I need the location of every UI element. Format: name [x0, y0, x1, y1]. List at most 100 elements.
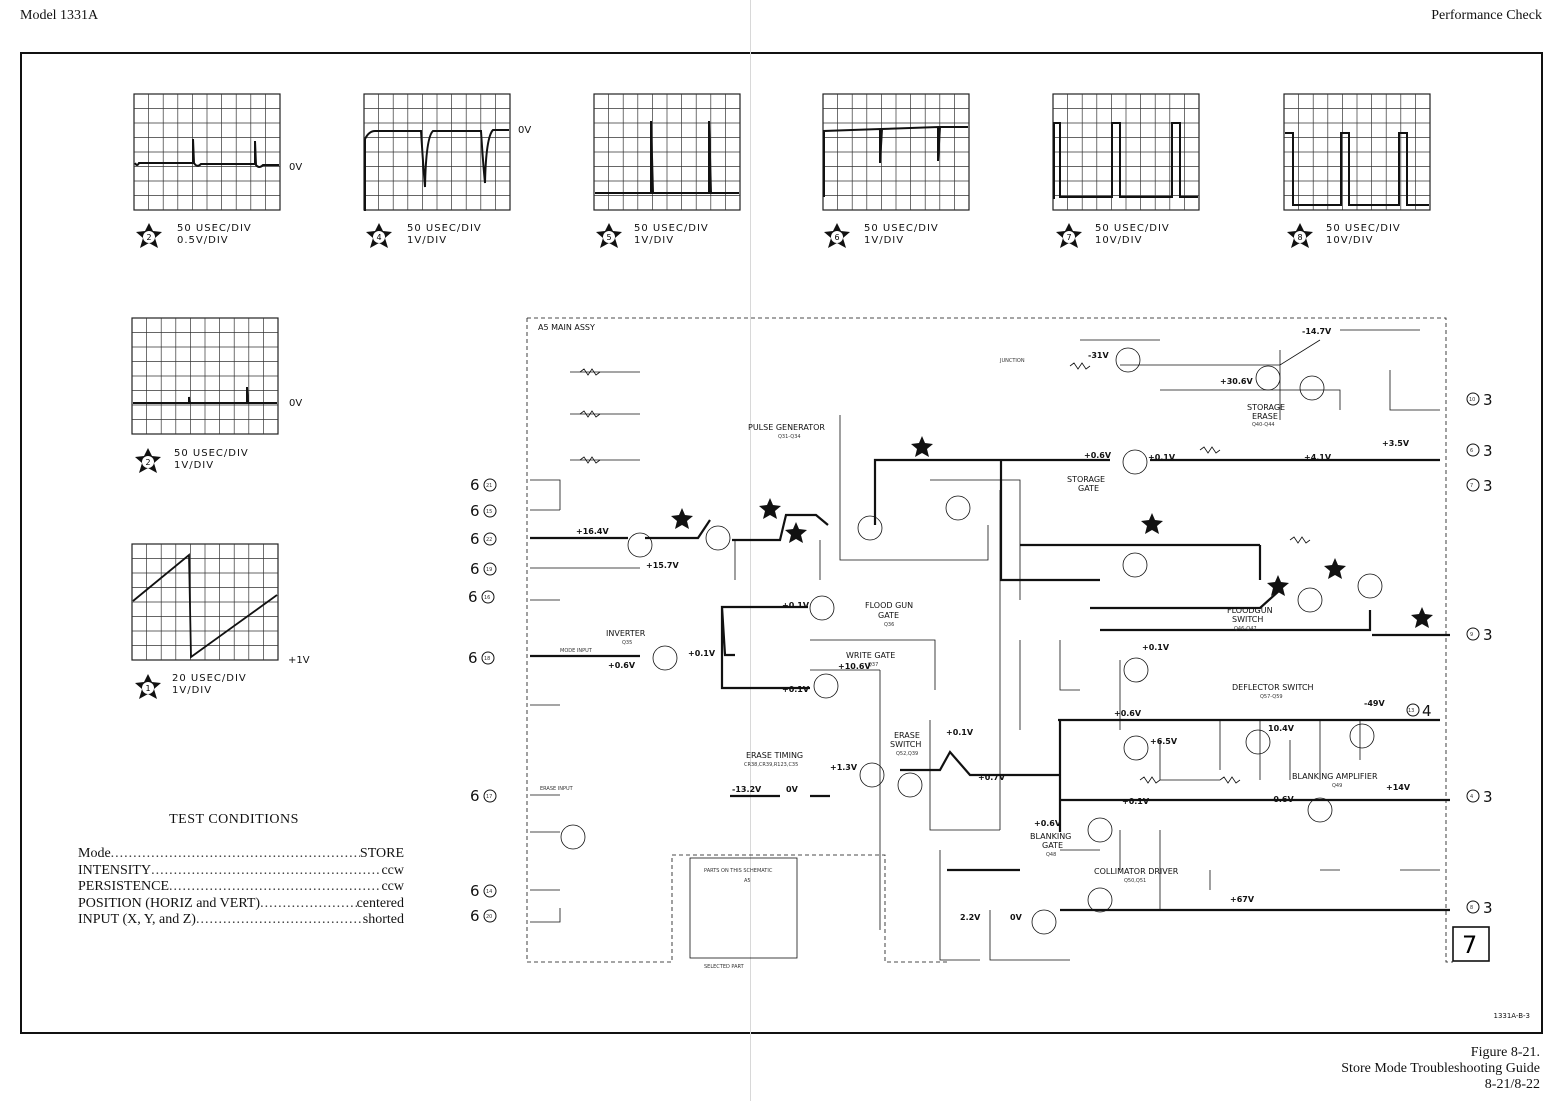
svg-text:3: 3: [1483, 788, 1493, 806]
svg-text:ERASE TIMING: ERASE TIMING: [746, 751, 803, 760]
svg-text:SELECTED PART: SELECTED PART: [704, 964, 745, 970]
svg-text:Q52,Q39: Q52,Q39: [896, 751, 918, 757]
svg-text:Q50,Q51: Q50,Q51: [1124, 878, 1146, 884]
svg-text:+0.6V: +0.6V: [1034, 819, 1062, 828]
test-point-8-icon: 8: [1287, 223, 1313, 248]
svg-text:+0.1V: +0.1V: [1142, 643, 1170, 652]
test-point-4-icon: 4: [366, 223, 392, 248]
svg-text:+0.1V: +0.1V: [782, 685, 810, 694]
svg-text:6: 6: [468, 588, 478, 606]
svg-text:-31V: -31V: [1088, 351, 1109, 360]
svg-text:3: 3: [1483, 442, 1493, 460]
svg-text:PULSE GENERATOR: PULSE GENERATOR: [748, 423, 825, 432]
svg-text:Q36: Q36: [884, 622, 894, 628]
figure-frame: [20, 52, 1543, 1034]
tc-row-persistence: PERSISTENCEccw: [78, 879, 404, 896]
svg-text:2.2V: 2.2V: [960, 913, 981, 922]
scope-6-panel: [822, 93, 970, 211]
svg-text:MODE INPUT: MODE INPUT: [560, 648, 593, 654]
svg-text:+0.6V: +0.6V: [1084, 451, 1112, 460]
svg-text:19: 19: [486, 567, 492, 573]
svg-text:14: 14: [486, 889, 492, 895]
svg-text:INVERTER: INVERTER: [606, 629, 646, 638]
scope-graticule: [822, 93, 970, 211]
svg-text:13: 13: [1408, 708, 1414, 714]
svg-text:+0.6V: +0.6V: [1114, 709, 1142, 718]
scope-graticule: [1052, 93, 1200, 211]
svg-text:4: 4: [376, 233, 381, 242]
svg-text:-49V: -49V: [1364, 699, 1385, 708]
svg-text:SWITCH: SWITCH: [890, 740, 921, 749]
test-point-2-icon: 2: [136, 223, 162, 248]
svg-text:5: 5: [606, 233, 611, 242]
svg-text:+0.1V: +0.1V: [782, 601, 810, 610]
svg-text:Q40-Q44: Q40-Q44: [1252, 422, 1275, 428]
svg-text:6: 6: [834, 233, 839, 242]
tc-row-intensity: INTENSITYccw: [78, 863, 404, 880]
svg-text:6: 6: [470, 476, 480, 494]
svg-text:BLANKING AMPLIFIER: BLANKING AMPLIFIER: [1292, 772, 1378, 781]
scope-2b-panel: [131, 317, 279, 435]
svg-text:7: 7: [1470, 483, 1473, 489]
scope-graticule: [363, 93, 511, 211]
svg-text:6: 6: [470, 560, 480, 578]
test-point-1-icon: 1: [135, 674, 161, 699]
scope-2-level: 0V: [289, 162, 303, 173]
svg-text:2: 2: [146, 233, 151, 242]
svg-text:ERASE: ERASE: [1252, 412, 1278, 421]
svg-text:18: 18: [484, 656, 490, 662]
header-section: Performance Check: [1431, 8, 1542, 23]
svg-text:3: 3: [1483, 477, 1493, 495]
header-model: Model 1331A: [20, 8, 99, 23]
svg-text:6: 6: [470, 882, 480, 900]
svg-text:ERASE INPUT: ERASE INPUT: [540, 786, 574, 792]
svg-text:+0.7V: +0.7V: [978, 773, 1006, 782]
figure-caption: Figure 8-21. Store Mode Troubleshooting …: [1341, 1045, 1540, 1093]
svg-text:3: 3: [1483, 391, 1493, 409]
scope-8-panel: [1283, 93, 1431, 211]
svg-text:22: 22: [486, 537, 492, 543]
svg-text:Q37: Q37: [868, 662, 878, 668]
svg-text:6: 6: [470, 907, 480, 925]
svg-text:+4.1V: +4.1V: [1304, 453, 1332, 462]
svg-text:BLANKING: BLANKING: [1030, 832, 1071, 841]
test-point-2b-icon: 2: [135, 448, 161, 473]
svg-text:15: 15: [486, 509, 492, 515]
svg-text:+3.5V: +3.5V: [1382, 439, 1410, 448]
scope-1-panel: [131, 543, 279, 661]
svg-text:6: 6: [1470, 448, 1473, 454]
svg-text:+0.6V: +0.6V: [608, 661, 636, 670]
svg-text:Q31-Q34: Q31-Q34: [778, 434, 801, 440]
svg-text:7: 7: [1066, 233, 1071, 242]
page-fold: [750, 0, 751, 1101]
svg-text:Q49: Q49: [1332, 783, 1342, 789]
tc-row-input: INPUT (X, Y, and Z)shorted: [78, 912, 404, 929]
svg-text:JUNCTION: JUNCTION: [999, 358, 1025, 364]
svg-text:GATE: GATE: [1078, 484, 1099, 493]
svg-text:Q35: Q35: [622, 640, 632, 646]
svg-text:Q57-Q59: Q57-Q59: [1260, 694, 1283, 700]
svg-text:STORAGE: STORAGE: [1067, 475, 1105, 484]
svg-text:A5 MAIN ASSY: A5 MAIN ASSY: [538, 323, 595, 332]
svg-text:DEFLECTOR SWITCH: DEFLECTOR SWITCH: [1232, 683, 1314, 692]
svg-text:17: 17: [486, 794, 492, 800]
svg-text:8: 8: [1297, 233, 1302, 242]
scope-7-panel: [1052, 93, 1200, 211]
svg-text:+0.1V: +0.1V: [688, 649, 716, 658]
svg-text:+0.1V: +0.1V: [1148, 453, 1176, 462]
svg-text:8: 8: [1470, 905, 1473, 911]
svg-text:6: 6: [470, 530, 480, 548]
svg-text:2: 2: [145, 458, 150, 467]
svg-text:+15.7V: +15.7V: [646, 561, 679, 570]
svg-text:4: 4: [1470, 794, 1473, 800]
figure-number: Figure 8-21.: [1470, 1045, 1540, 1060]
svg-text:16: 16: [484, 595, 490, 601]
tc-row-mode: ModeSTORE: [78, 846, 404, 863]
scope-4-level: 0V: [518, 125, 532, 136]
svg-text:-14.7V: -14.7V: [1302, 327, 1332, 336]
